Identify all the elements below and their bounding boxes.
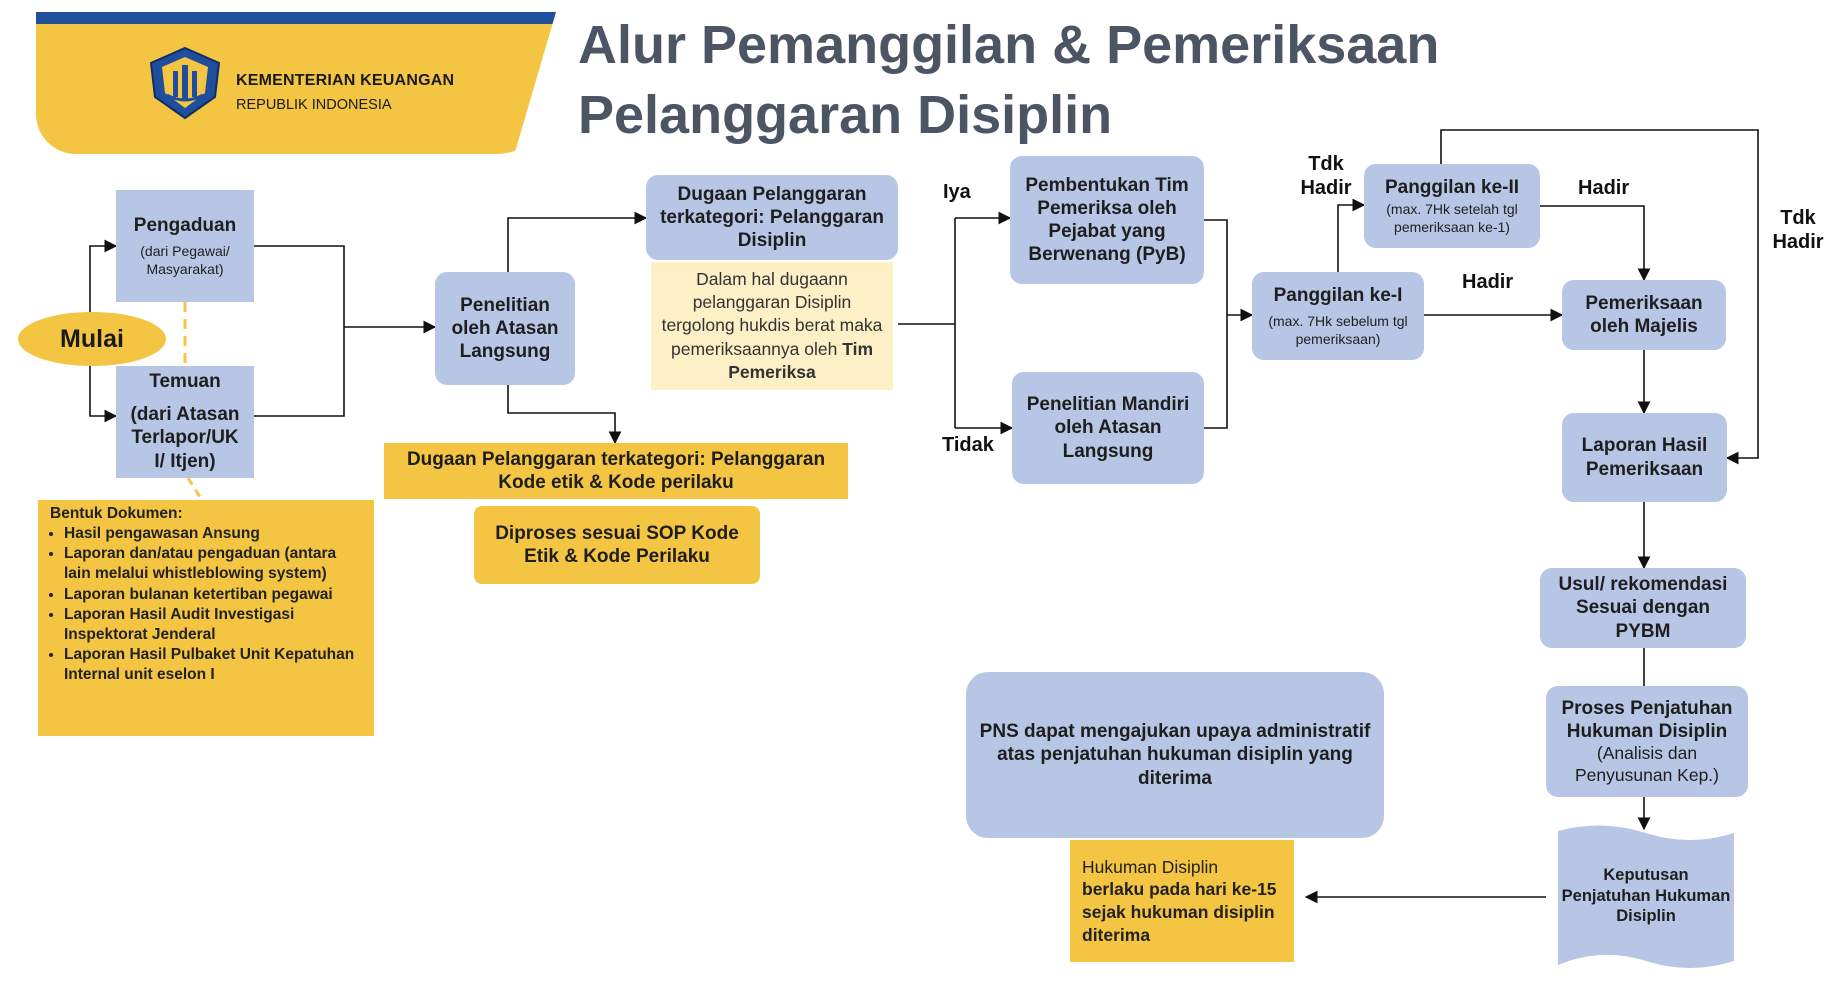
dugaan-disiplin-box: Dugaan Pelanggaran terkategori: Pelangga… xyxy=(646,175,898,260)
hadir-label-2: Hadir xyxy=(1578,177,1630,199)
list-item: Hasil pengawasan Ansung xyxy=(64,524,362,544)
panggilan-1-sub: (max. 7Hk sebelum tgl pemeriksaan) xyxy=(1268,313,1408,347)
kemenkeu-emblem-icon xyxy=(149,46,221,120)
keputusan-document: Keputusan Penjatuhan Hukuman Disiplin xyxy=(1558,825,1734,973)
temuan-sub: (dari Atasan Terlapor/UK I/ Itjen) xyxy=(130,404,240,472)
panggilan-2-box: Panggilan ke-II (max. 7Hk setelah tgl pe… xyxy=(1364,164,1540,248)
title-line-2: Pelanggaran Disiplin xyxy=(578,85,1113,145)
list-item: Laporan Hasil Pulbaket Unit Kepatuhan In… xyxy=(64,645,362,685)
document-forms-heading: Bentuk Dokumen: xyxy=(50,505,183,522)
pemeriksaan-majelis-box: Pemeriksaan oleh Majelis xyxy=(1562,280,1726,350)
pengaduan-sub: (dari Pegawai/ Masyarakat) xyxy=(140,243,230,277)
tdk-hadir-label-1: Tdk Hadir xyxy=(1300,153,1352,199)
panggilan-1-box: Panggilan ke-I (max. 7Hk sebelum tgl pem… xyxy=(1252,272,1424,360)
temuan-title: Temuan xyxy=(149,371,221,392)
pengaduan-box: Pengaduan (dari Pegawai/ Masyarakat) xyxy=(116,190,254,302)
hukuman-bold: berlaku pada hari ke-15 sejak hukuman di… xyxy=(1082,879,1277,945)
penelitian-mandiri-box: Penelitian Mandiri oleh Atasan Langsung xyxy=(1012,372,1204,484)
title-line-1: Alur Pemanggilan & Pemeriksaan xyxy=(578,15,1440,75)
document-forms-box: Bentuk Dokumen: Hasil pengawasan Ansung … xyxy=(38,500,374,736)
iya-label: Iya xyxy=(943,181,971,203)
document-shape xyxy=(1558,825,1734,968)
panggilan-2-title: Panggilan ke-II xyxy=(1384,176,1520,198)
keputusan-text: Keputusan Penjatuhan Hukuman Disiplin xyxy=(1561,866,1731,926)
org-subtitle: REPUBLIK INDONESIA xyxy=(236,97,392,113)
proses-penjatuhan-title: Proses Penjatuhan Hukuman Disiplin xyxy=(1561,697,1733,743)
panggilan-2-sub: (max. 7Hk setelah tgl pemeriksaan ke-1) xyxy=(1386,201,1518,235)
dugaan-kode-etik-box: Dugaan Pelanggaran terkategori: Pelangga… xyxy=(384,443,848,499)
proses-penjatuhan-box: Proses Penjatuhan Hukuman Disiplin (Anal… xyxy=(1546,686,1748,797)
list-item: Laporan dan/atau pengaduan (antara lain … xyxy=(64,544,362,584)
page-title: Alur Pemanggilan & Pemeriksaan Pelanggar… xyxy=(578,10,1478,150)
laporan-hasil-box: Laporan Hasil Pemeriksaan xyxy=(1562,413,1727,502)
proses-penjatuhan-sub: (Analisis dan Penyusunan Kep.) xyxy=(1575,743,1719,785)
tim-note-bold: Tim Pemeriksa xyxy=(728,338,874,382)
temuan-box: Temuan (dari Atasan Terlapor/UK I/ Itjen… xyxy=(116,366,254,478)
header-banner xyxy=(36,12,556,154)
pengaduan-title: Pengaduan xyxy=(133,214,237,236)
tim-pemeriksa-note: Dalam hal dugaann pelanggaran Disiplin t… xyxy=(651,262,893,390)
pembentukan-tim-box: Pembentukan Tim Pemeriksa oleh Pejabat y… xyxy=(1010,156,1204,284)
list-item: Laporan bulanan ketertiban pegawai xyxy=(64,585,362,605)
document-forms-list: Hasil pengawasan Ansung Laporan dan/atau… xyxy=(50,524,362,685)
panggilan-1-title: Panggilan ke-I xyxy=(1273,284,1403,306)
upaya-administratif-box: PNS dapat mengajukan upaya administratif… xyxy=(966,672,1384,838)
org-name: KEMENTERIAN KEUANGAN xyxy=(236,72,455,89)
hukuman-lead: Hukuman Disiplin xyxy=(1082,856,1219,877)
diproses-sop-box: Diproses sesuai SOP Kode Etik & Kode Per… xyxy=(474,506,760,584)
hadir-label-1: Hadir xyxy=(1462,271,1514,293)
usul-rekomendasi-box: Usul/ rekomendasi Sesuai dengan PYBM xyxy=(1540,568,1746,648)
penelitian-atasan-box: Penelitian oleh Atasan Langsung xyxy=(435,272,575,385)
tdk-hadir-label-2: Tdk Hadir xyxy=(1772,207,1824,253)
tim-note-text: Dalam hal dugaann pelanggaran Disiplin t… xyxy=(661,269,883,359)
list-item: Laporan Hasil Audit Investigasi Inspekto… xyxy=(64,605,362,645)
tidak-label: Tidak xyxy=(942,434,994,456)
start-node: Mulai xyxy=(18,312,166,366)
